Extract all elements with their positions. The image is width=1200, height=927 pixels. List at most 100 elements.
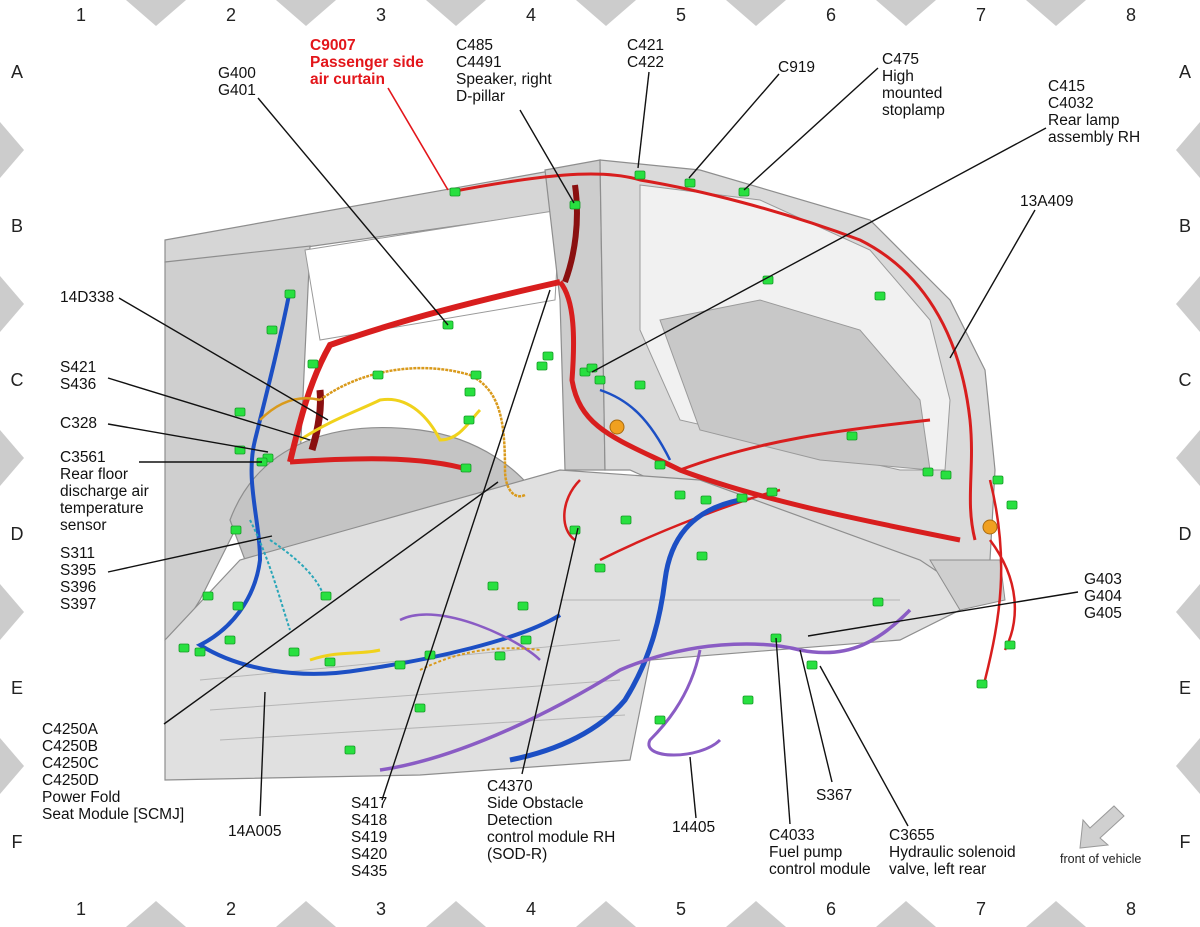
col-label: 4 (526, 899, 536, 919)
leader-14405 (689, 756, 697, 819)
connector-marker (700, 495, 712, 505)
col-label: 7 (976, 5, 986, 25)
leader-c4033 (775, 637, 791, 825)
row-labels-left: A B C D E F (11, 62, 24, 852)
callout-c9007: C9007 Passenger side air curtain (310, 37, 428, 88)
leader-s417 (381, 289, 551, 801)
callout-s311: S311 S395 S396 S397 (60, 545, 101, 613)
connector-marker (344, 745, 356, 755)
callout-s417: S417 S418 S419 S420 S435 (351, 795, 392, 880)
connector-marker (940, 470, 952, 480)
connector-marker (202, 591, 214, 601)
connector-marker (487, 581, 499, 591)
grid-marker-triangle (726, 901, 786, 927)
leader-s311 (107, 535, 273, 573)
callout-c4250: C4250A C4250B C4250C C4250D Power Fold S… (42, 721, 184, 823)
connector-marker (738, 187, 750, 197)
arrow-icon (1079, 805, 1125, 849)
grid-marker-triangle (1026, 901, 1086, 927)
connector-marker (766, 487, 778, 497)
row-label: A (11, 62, 23, 82)
callout-s421: S421 S436 (60, 359, 101, 393)
col-label: 4 (526, 5, 536, 25)
connector-marker (634, 170, 646, 180)
column-labels-bottom: 1 2 3 4 5 6 7 8 (76, 899, 1136, 919)
connector-marker (414, 703, 426, 713)
callout-labels: C9007 Passenger side air curtain G400 G4… (42, 37, 1140, 880)
connector-marker (684, 178, 696, 188)
grid-marker-triangle (276, 0, 336, 26)
grid-marker-triangle (0, 276, 24, 332)
connector-marker (470, 370, 482, 380)
callout-13a409: 13A409 (1020, 193, 1073, 210)
leader-c3655 (819, 665, 909, 827)
leader-14d338 (118, 297, 329, 421)
callout-c415: C415 C4032 Rear lamp assembly RH (1048, 78, 1140, 146)
grid-marker-triangle (426, 0, 486, 26)
splice-marker (609, 419, 625, 435)
callout-c3655: C3655 Hydraulic solenoid valve, left rea… (889, 827, 1020, 878)
col-label: 6 (826, 899, 836, 919)
connector-marker (232, 601, 244, 611)
col-label: 1 (76, 5, 86, 25)
row-label: E (11, 678, 23, 698)
connector-marker (288, 647, 300, 657)
harness-red (287, 172, 1017, 681)
row-label: D (1179, 524, 1192, 544)
connector-marker (654, 460, 666, 470)
leader-c485 (519, 109, 575, 204)
splice-marker (982, 519, 998, 535)
connector-marker (463, 415, 475, 425)
grid-marker-triangle (1176, 584, 1200, 640)
callout-s367: S367 (816, 787, 852, 804)
front-of-vehicle-label: front of vehicle (1060, 852, 1141, 866)
callout-c421: C421 C422 (627, 37, 668, 71)
connector-marker (224, 635, 236, 645)
connector-marker (569, 525, 581, 535)
col-label: 6 (826, 5, 836, 25)
connector-marker (634, 380, 646, 390)
connector-marker (394, 660, 406, 670)
row-label: F (1180, 832, 1191, 852)
leader-lines (107, 67, 1079, 827)
grid-marker-triangle (576, 0, 636, 26)
leader-13a409 (949, 209, 1036, 359)
callout-c4033: C4033 Fuel pump control module (769, 827, 871, 878)
connector-marker (494, 651, 506, 661)
grid-marker-triangle (0, 430, 24, 486)
connector-marker (194, 647, 206, 657)
connector-marker (372, 370, 384, 380)
grid-marker-triangle (1176, 276, 1200, 332)
row-label: B (11, 216, 23, 236)
connector-marker (594, 375, 606, 385)
col-label: 3 (376, 5, 386, 25)
leader-c9007 (387, 87, 449, 191)
col-label: 5 (676, 899, 686, 919)
leader-s421 (107, 377, 311, 441)
connector-marker (806, 660, 818, 670)
harness-orange (259, 366, 541, 671)
column-labels-top: 1 2 3 4 5 6 7 8 (76, 5, 1136, 25)
leader-c4250 (163, 481, 499, 725)
grid-marker-triangle (426, 901, 486, 927)
grid-marker-triangle (0, 122, 24, 178)
connector-marker (266, 325, 278, 335)
row-label: A (1179, 62, 1191, 82)
leader-c328 (107, 423, 269, 453)
leader-c421 (637, 71, 650, 169)
connector-marker (654, 715, 666, 725)
col-label: 1 (76, 899, 86, 919)
leader-c919 (688, 73, 780, 179)
connector-marker (464, 387, 476, 397)
grid-marker-triangle (1026, 0, 1086, 26)
connector-marker (320, 591, 332, 601)
harness-yellow (299, 397, 482, 662)
connector-marker (178, 643, 190, 653)
connector-marker (976, 679, 988, 689)
connector-marker (742, 695, 754, 705)
grid-marker-triangle (576, 901, 636, 927)
connector-marker (872, 597, 884, 607)
callout-c485: C485 C4491 Speaker, right D-pillar (456, 37, 556, 105)
